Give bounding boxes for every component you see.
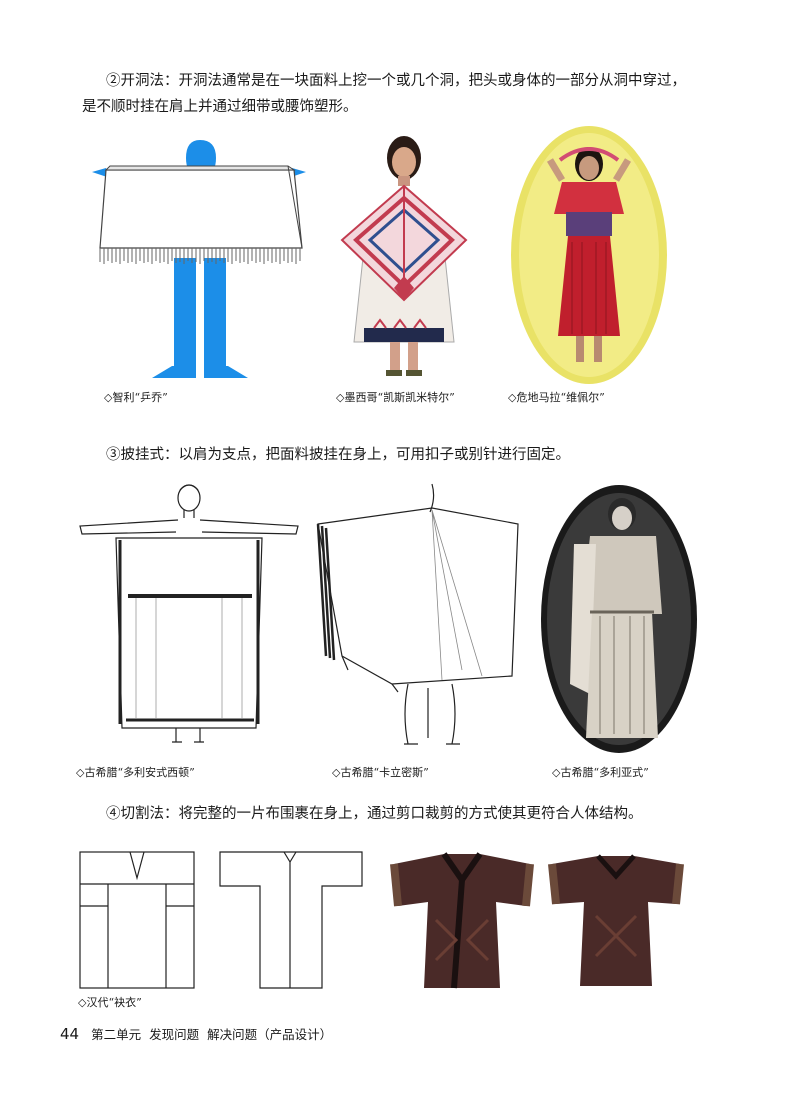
chile-poncho-figure	[92, 140, 306, 378]
kaidong-paragraph: ②开洞法：开洞法通常是在一块面料上挖一个或几个洞，把头或身体的一部分从洞中穿过，…	[82, 68, 722, 120]
mexico-quechquemitl-figure	[340, 136, 468, 376]
qiege-paragraph: ④切割法：将完整的一片布围裹在身上，通过剪口裁剪的方式使其更符合人体结构。	[82, 801, 722, 827]
caption-mexico: ◇墨西哥“凯斯凯米特尔”	[336, 391, 455, 404]
guatemala-huipil-figure	[511, 126, 667, 384]
han-robe-photo-1	[390, 852, 534, 989]
footer-unit: 第二单元	[91, 1027, 142, 1042]
caption-doric-chiton: ◇古希腊“多利安式西顿”	[76, 766, 195, 779]
kaidong-heading: ②开洞法：	[106, 73, 179, 89]
han-robe-photo-2	[548, 854, 684, 986]
kaidong-text-line1: 开洞法通常是在一块面料上挖一个或几个洞，把头或身体的一部分从洞中穿过，	[178, 73, 687, 89]
qiege-heading: ④切割法：	[106, 806, 179, 822]
doric-chiton-figure	[79, 484, 299, 743]
caption-chile: ◇智利“乒乔”	[104, 391, 168, 404]
pattern-diagram-2	[219, 851, 363, 989]
caption-guatemala: ◇危地马拉“维佩尔”	[508, 391, 605, 404]
page-footer: 44 第二单元发现问题解决问题（产品设计）	[60, 1024, 340, 1043]
pigua-text-line1: 以肩为支点，把面料披挂在身上，可用扣子或别针进行固定。	[178, 447, 571, 463]
footer-title2: 解决问题（产品设计）	[207, 1027, 333, 1042]
kaidong-text-line2: 是不顺时挂在肩上并通过细带或腰饰塑形。	[82, 99, 358, 115]
doric-photo-figure	[541, 485, 697, 753]
footer-title1: 发现问题	[149, 1027, 200, 1042]
qiege-text-line1: 将完整的一片布围裹在身上，通过剪口裁剪的方式使其更符合人体结构。	[178, 806, 643, 822]
pigua-paragraph: ③披挂式：以肩为支点，把面料披挂在身上，可用扣子或别针进行固定。	[82, 442, 722, 468]
chlamys-figure	[316, 483, 519, 745]
caption-doric: ◇古希腊“多利亚式”	[552, 766, 649, 779]
caption-chlamys: ◇古希腊“卡立密斯”	[332, 766, 429, 779]
caption-han: ◇汉代“袂衣”	[78, 996, 142, 1009]
pattern-diagram-1	[79, 851, 195, 989]
page-number: 44	[60, 1025, 80, 1043]
pigua-heading: ③披挂式：	[106, 447, 179, 463]
